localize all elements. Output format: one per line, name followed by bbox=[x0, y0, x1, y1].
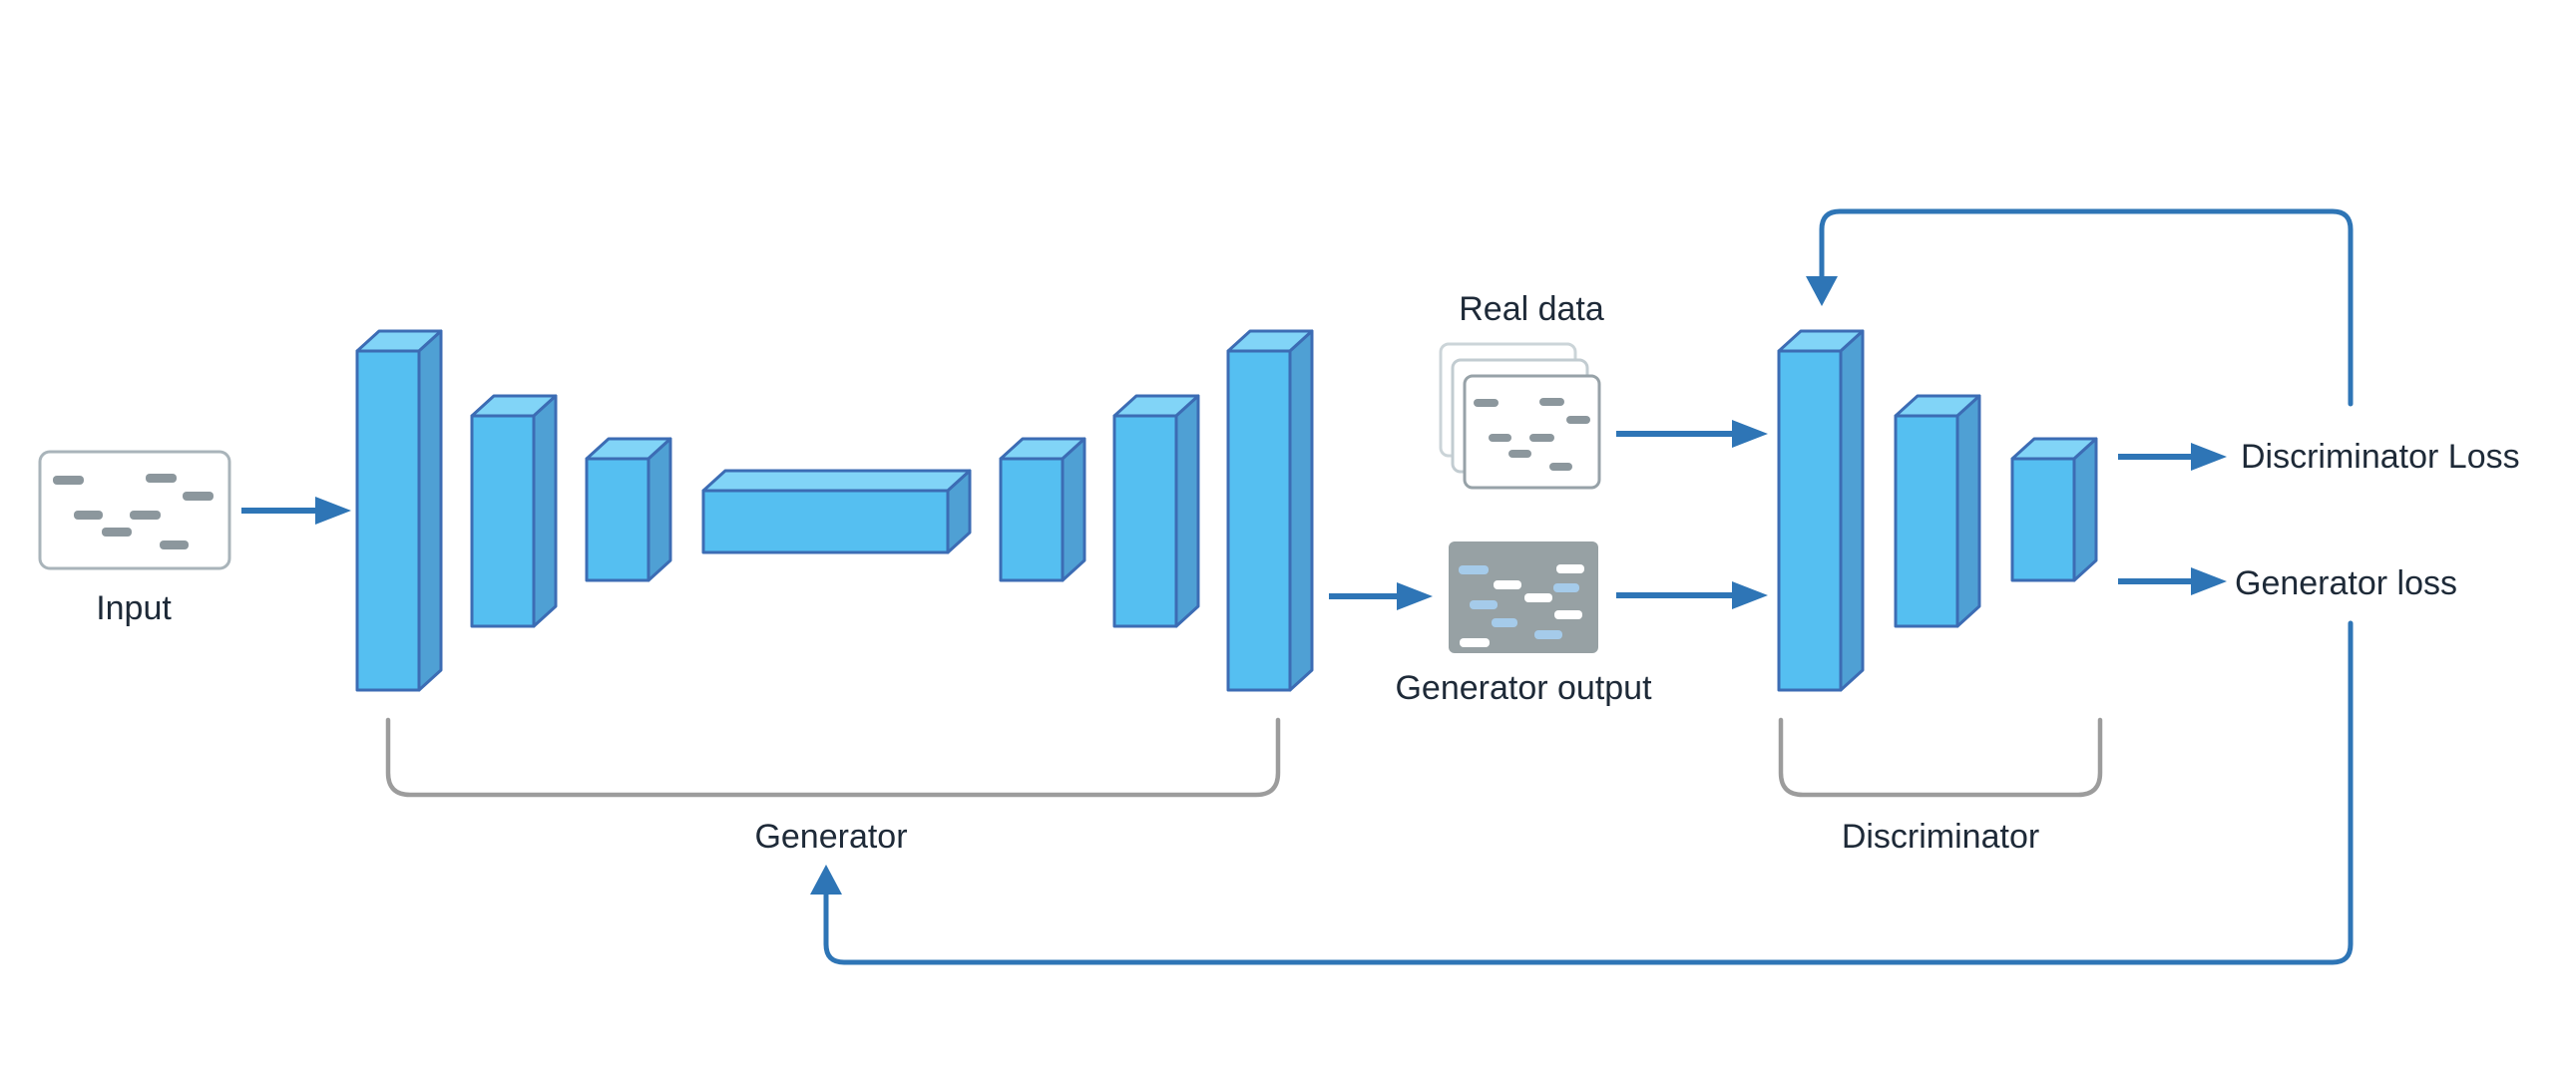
generator-output-rows-icon bbox=[1459, 564, 1584, 647]
input-label: Input bbox=[96, 589, 172, 627]
discriminator-label: Discriminator bbox=[1841, 818, 2040, 856]
input-data-card bbox=[38, 450, 231, 570]
input-box bbox=[38, 450, 231, 570]
generator-brace bbox=[385, 717, 1281, 798]
real-data-card-front bbox=[1463, 374, 1601, 490]
generator-layer-bars bbox=[355, 329, 1314, 692]
arrow-to-generator-loss bbox=[2118, 567, 2227, 595]
generator-bottleneck-layer bbox=[701, 469, 972, 554]
feedback-loop-discriminator bbox=[1806, 208, 2354, 407]
arrow-input-to-generator bbox=[241, 497, 351, 525]
generator-output-label: Generator output bbox=[1395, 669, 1652, 707]
discriminator-layer-bars bbox=[1777, 329, 2098, 692]
discriminator-layer-2 bbox=[1894, 394, 1981, 628]
generator-layer-1 bbox=[355, 329, 443, 692]
arrow-output-to-discriminator bbox=[1616, 581, 1768, 609]
discriminator-brace bbox=[1778, 717, 2103, 798]
arrow-generator-to-output bbox=[1329, 582, 1433, 610]
discriminator-layer-1 bbox=[1777, 329, 1865, 692]
generator-layer-5 bbox=[1112, 394, 1200, 628]
feedback-loop-generator bbox=[810, 620, 2354, 965]
real-data-label: Real data bbox=[1459, 290, 1604, 328]
arrow-to-discriminator-loss bbox=[2118, 443, 2227, 471]
generator-layer-4 bbox=[999, 437, 1086, 582]
generator-layer-3 bbox=[585, 437, 672, 582]
input-data-rows-icon bbox=[53, 474, 214, 549]
real-data-rows-icon bbox=[1474, 398, 1590, 471]
discriminator-layer-3 bbox=[2010, 437, 2098, 582]
generator-loss-label: Generator loss bbox=[2235, 564, 2457, 602]
arrow-real-data-to-discriminator bbox=[1616, 420, 1768, 448]
real-data-stack bbox=[1439, 342, 1601, 490]
discriminator-loss-label: Discriminator Loss bbox=[2241, 438, 2520, 476]
generator-layer-2 bbox=[470, 394, 558, 628]
feedback-arrowhead-down-icon bbox=[1806, 276, 1838, 306]
feedback-arrowhead-up-icon bbox=[810, 865, 842, 895]
generator-label: Generator bbox=[754, 818, 908, 856]
generator-output-box bbox=[1449, 541, 1598, 653]
generator-layer-6 bbox=[1226, 329, 1314, 692]
